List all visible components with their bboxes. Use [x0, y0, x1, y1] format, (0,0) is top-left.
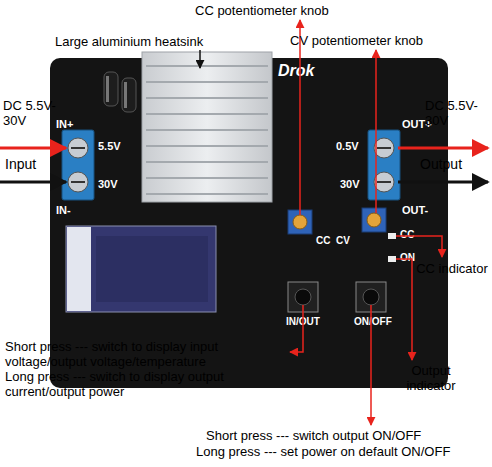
callout-label: Long press --- set power on default ON/O… [196, 445, 492, 460]
capacitor [104, 72, 136, 112]
silkscreen-label: OUT- [402, 204, 428, 216]
callout-label: Short press --- switch output ON/OFF [206, 429, 492, 444]
silkscreen-label: 5.5V [98, 140, 121, 152]
silkscreen-label: ON [400, 252, 415, 263]
silkscreen-label: IN+ [56, 118, 73, 130]
push-button [288, 282, 386, 312]
silkscreen-label: IN/OUT [286, 316, 320, 327]
leader-line [200, 20, 442, 425]
screw-terminal [62, 130, 400, 200]
callout-label: Large aluminium heatsink [55, 35, 230, 50]
callout-label: Output [420, 156, 490, 172]
heatsink [142, 52, 272, 202]
callout-label: Input [5, 156, 65, 172]
circuit-board: IN+5.5V30VIN-DrokOUT+0.5V30VOUT-CCCVCCON… [50, 58, 448, 388]
silkscreen-label: ON/OFF [354, 316, 392, 327]
silkscreen-label: CV [336, 235, 350, 246]
potentiometer [288, 208, 386, 234]
silkscreen-label: Drok [278, 62, 314, 80]
silkscreen-label: 30V [340, 178, 360, 190]
callout-label: CC potentiometer knob [195, 4, 355, 19]
callout-label: CV potentiometer knob [290, 34, 440, 49]
led-indicator [388, 233, 396, 262]
callout-label: CC indicator [412, 262, 492, 277]
callout-label: Short press --- switch to display input … [5, 340, 290, 370]
silkscreen-label: 30V [98, 178, 118, 190]
power-arrow [0, 148, 488, 182]
silkscreen-label: IN- [56, 204, 71, 216]
callout-label: Long press --- switch to display output … [5, 370, 290, 400]
callout-label: Output indicator [398, 364, 464, 394]
lcd-display [66, 226, 216, 312]
callout-label: DC 5.5V-30V [3, 99, 73, 129]
silkscreen-label: 0.5V [336, 140, 359, 152]
silkscreen-label: CC [400, 229, 414, 240]
callout-label: DC 5.5V-30V [425, 99, 491, 129]
silkscreen-label: CC [316, 235, 330, 246]
